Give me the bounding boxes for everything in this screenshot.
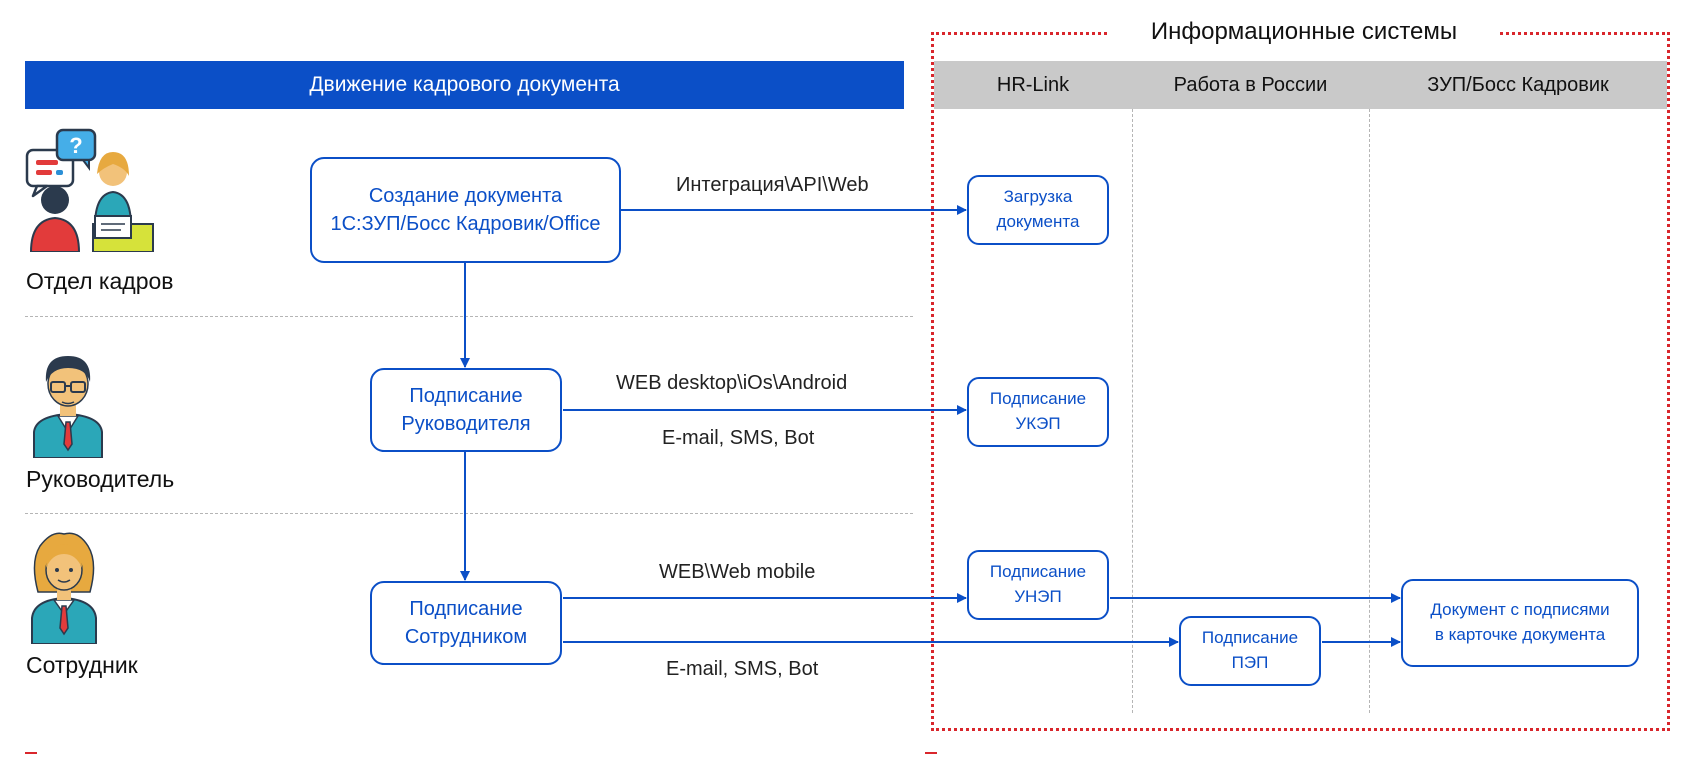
footer-mark (25, 752, 37, 754)
create-document-line2: 1С:ЗУП/Босс Кадровик/Office (330, 213, 601, 235)
manager-icon (30, 352, 106, 459)
hr-department-icon: ? (25, 128, 155, 253)
employee-sign-line2: Сотрудником (404, 626, 528, 648)
footer-mark (925, 752, 937, 754)
signed-document-box: Документ с подписями в карточке документа (1401, 579, 1639, 667)
label-web-desktop: WEB desktop\iOs\Android (616, 372, 848, 394)
lane-divider (25, 316, 913, 317)
ukep-sign-line2: УКЭП (1015, 414, 1061, 433)
unep-sign-line2: УНЭП (1014, 587, 1062, 606)
column-header-hr-link: HR-Link (934, 61, 1132, 109)
pep-sign-line1: Подписание (1201, 628, 1299, 648)
column-divider (1132, 109, 1133, 713)
signed-document-line2: в карточке документа (1434, 625, 1606, 644)
role-label-hr: Отдел кадров (26, 268, 174, 294)
column-header-rabota-v-rossii: Работа в России (1132, 61, 1369, 109)
label-email-employee: E-mail, SMS, Bot (666, 658, 819, 680)
unep-sign-line1: Подписание (989, 562, 1087, 582)
upload-document-line1: Загрузка (1003, 187, 1073, 207)
upload-document-box: Загрузка документа (967, 175, 1109, 245)
label-email-manager: E-mail, SMS, Bot (662, 427, 815, 449)
column-divider (1369, 109, 1370, 713)
ukep-sign-line1: Подписание (989, 389, 1087, 409)
signed-document-line1: Документ с подписями (1430, 600, 1610, 620)
svg-text:?: ? (69, 133, 82, 158)
employee-sign-line1: Подписание (409, 598, 523, 620)
manager-sign-line1: Подписание (409, 385, 523, 407)
manager-sign-line2: Руководителя (401, 413, 531, 435)
create-document-box: Создание документа 1С:ЗУП/Босс Кадровик/O… (310, 157, 621, 263)
column-header-zup-boss: ЗУП/Босс Кадровик (1369, 61, 1667, 109)
create-document-line1: Создание документа (368, 185, 563, 207)
employee-icon (28, 532, 100, 645)
pep-sign-line2: ПЭП (1231, 653, 1269, 672)
upload-document-line2: документа (996, 212, 1080, 231)
label-web-mobile: WEB\Web mobile (659, 561, 816, 583)
role-label-employee: Сотрудник (26, 652, 138, 678)
information-systems-title: Информационные системы (1108, 14, 1500, 50)
lane-divider (25, 513, 913, 514)
process-banner: Движение кадрового документа (25, 61, 904, 109)
label-integration: Интеграция\API\Web (676, 174, 869, 196)
role-label-manager: Руководитель (26, 466, 175, 492)
